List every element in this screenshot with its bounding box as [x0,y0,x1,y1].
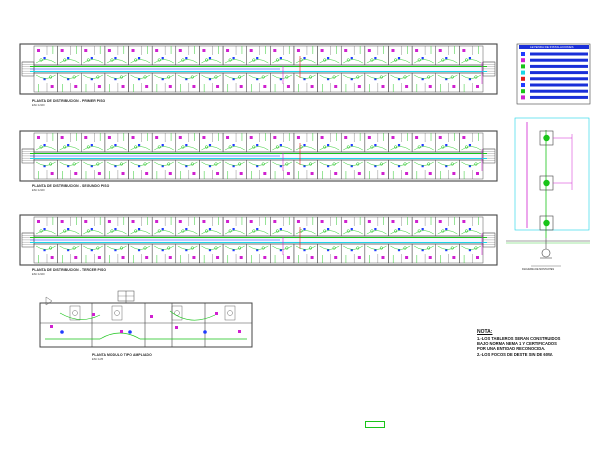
floor-plan-third [19,214,498,266]
plan-scale-third: ESC 1/100 [32,273,45,276]
legend-title: LEYENDA DE INSTALACIONES [530,45,574,49]
notes-line: POR UNA ENTIDAD RECONOCIDA. [477,346,546,352]
legend-box [516,43,591,105]
sheet-tag [365,421,385,428]
plan-scale-first: ESC 1/100 [32,104,45,107]
plan-scale-second: ESC 1/100 [32,189,45,192]
floor-plan-second [19,130,498,182]
module-plan [39,290,253,348]
plan-title-third: PLANTA DE DISTRIBUCION - TERCER PISO [32,268,107,272]
plan-title-second: PLANTA DE DISTRIBUCION - SEGUNDO PISO [32,184,110,188]
notes-line: BAJO NORMA NEMA 1 Y CERTIFICADOS [477,341,557,347]
plan-title-first: PLANTA DE DISTRIBUCION - PRIMER PISO [32,99,106,103]
notes-block: NOTA: 1.-LOS TABLEROS SERAN CONSTRUIDOS … [477,329,597,357]
floor-plan-first [19,43,498,95]
module-plan-title: PLANTA MODULO TIPO AMPLIADO [92,353,152,357]
riser-label: DIAGRAMA DE MONTANTES [522,268,555,271]
notes-line: 2.-LOS FOCOS DE DESTE SIN DE 60W. [477,351,553,357]
riser-diagram [506,117,590,267]
module-plan-scale: ESC 1/25 [92,358,104,361]
notes-line: 1.-LOS TABLEROS SERAN CONSTRUIDOS [477,336,561,341]
notes-title: NOTA: [477,329,493,335]
